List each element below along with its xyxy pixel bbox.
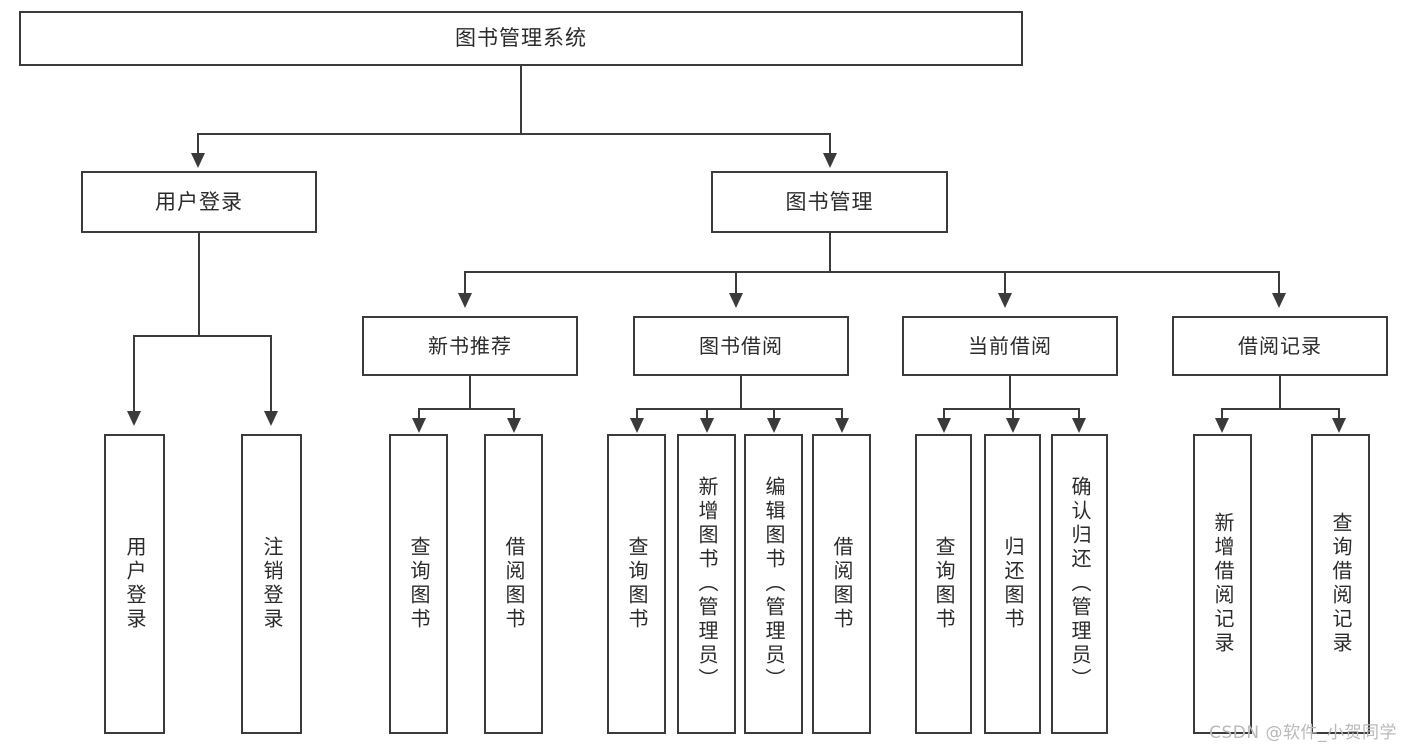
connector-bm-to-current-borrow <box>1004 271 1006 295</box>
node-label: 新书推荐 <box>428 333 512 358</box>
connector-cb-to-leaf-3 <box>1078 408 1080 420</box>
connector-user-login-to-leaf-2 <box>270 335 272 413</box>
node-label: 查询图书 <box>407 536 431 632</box>
connector-br-to-leaf-1 <box>1221 408 1223 420</box>
node-label: 借阅图书 <box>830 536 854 632</box>
node-leaf-query-book-2[interactable]: 查询图书 <box>607 434 666 734</box>
connector-bb-to-leaf-1 <box>636 408 638 420</box>
node-label: 查询图书 <box>625 536 649 632</box>
node-borrow-record[interactable]: 借阅记录 <box>1172 316 1388 376</box>
node-leaf-query-book-1[interactable]: 查询图书 <box>389 434 448 734</box>
connector-user-login-stem <box>198 233 200 335</box>
node-label: 用户登录 <box>123 536 147 632</box>
node-label: 新增借阅记录 <box>1211 512 1235 656</box>
connector-root-stem <box>520 66 522 133</box>
connector-new-book-to-leaf-1 <box>418 408 420 420</box>
node-leaf-return-book[interactable]: 归还图书 <box>984 434 1041 734</box>
connector-borrow-record-bus <box>1221 408 1340 410</box>
arrowhead-user-login-leaf-2 <box>264 411 278 426</box>
connector-bb-to-leaf-4 <box>841 408 843 420</box>
arrowhead-bm-new-book <box>458 293 472 308</box>
arrowhead-cb-leaf-3 <box>1072 418 1086 433</box>
connector-cb-to-leaf-1 <box>943 408 945 420</box>
connector-br-to-leaf-2 <box>1338 408 1340 420</box>
node-label: 注销登录 <box>260 536 284 632</box>
node-leaf-query-book-3[interactable]: 查询图书 <box>915 434 972 734</box>
node-label: 确认归还（管理员） <box>1068 476 1092 692</box>
node-book-borrow[interactable]: 图书借阅 <box>633 316 849 376</box>
node-leaf-query-record[interactable]: 查询借阅记录 <box>1311 434 1370 734</box>
arrowhead-bb-leaf-1 <box>630 418 644 433</box>
node-label: 查询借阅记录 <box>1329 512 1353 656</box>
arrowhead-br-leaf-1 <box>1215 418 1229 433</box>
node-leaf-user-login[interactable]: 用户登录 <box>104 434 165 734</box>
node-leaf-logout-login[interactable]: 注销登录 <box>241 434 302 734</box>
connector-bm-to-new-book <box>464 271 466 295</box>
node-leaf-borrow-book-1[interactable]: 借阅图书 <box>484 434 543 734</box>
connector-bm-to-borrow-record <box>1278 271 1280 295</box>
connector-cb-to-leaf-2 <box>1012 408 1014 420</box>
arrowhead-cb-leaf-2 <box>1006 418 1020 433</box>
node-label: 图书借阅 <box>699 333 783 358</box>
arrowhead-br-leaf-2 <box>1332 418 1346 433</box>
node-root-system[interactable]: 图书管理系统 <box>19 11 1023 66</box>
connector-user-login-to-leaf-1 <box>133 335 135 413</box>
node-leaf-edit-book[interactable]: 编辑图书（管理员） <box>744 434 803 734</box>
node-leaf-add-record[interactable]: 新增借阅记录 <box>1193 434 1252 734</box>
connector-root-bus <box>197 133 831 135</box>
connector-root-to-user-login <box>197 133 199 155</box>
connector-new-book-to-leaf-2 <box>513 408 515 420</box>
node-label: 用户登录 <box>155 189 243 214</box>
connector-root-to-book-management <box>829 133 831 155</box>
arrowhead-new-book-leaf-2 <box>507 418 521 433</box>
arrowhead-bb-leaf-3 <box>767 418 781 433</box>
connector-bb-to-leaf-3 <box>773 408 775 420</box>
node-label: 编辑图书（管理员） <box>762 476 786 692</box>
arrowhead-cb-leaf-1 <box>937 418 951 433</box>
node-label: 图书管理 <box>785 189 874 214</box>
node-label: 归还图书 <box>1001 536 1025 632</box>
connector-book-management-stem <box>829 233 831 271</box>
connector-book-borrow-stem <box>740 376 742 408</box>
connector-new-book-bus <box>418 408 514 410</box>
arrowhead-user-login-leaf-1 <box>127 411 141 426</box>
node-label: 借阅记录 <box>1238 333 1322 358</box>
node-label: 当前借阅 <box>968 333 1052 358</box>
connector-book-borrow-bus <box>636 408 842 410</box>
connector-current-borrow-stem <box>1009 376 1011 408</box>
arrowhead-bb-leaf-4 <box>835 418 849 433</box>
connector-bb-to-leaf-2 <box>706 408 708 420</box>
arrowhead-bm-borrow-record <box>1272 293 1286 308</box>
node-new-book-recommend[interactable]: 新书推荐 <box>362 316 578 376</box>
connector-current-borrow-bus <box>943 408 1080 410</box>
connector-new-book-stem <box>469 376 471 408</box>
connector-user-login-bus <box>133 335 271 337</box>
node-label: 新增图书（管理员） <box>695 476 719 692</box>
node-label: 图书管理系统 <box>455 26 587 51</box>
arrowhead-bm-current-borrow <box>998 293 1012 308</box>
arrowhead-root-to-user-login <box>191 153 205 168</box>
node-current-borrow[interactable]: 当前借阅 <box>902 316 1118 376</box>
node-leaf-confirm-return[interactable]: 确认归还（管理员） <box>1051 434 1108 734</box>
node-user-login[interactable]: 用户登录 <box>81 171 317 233</box>
node-label: 借阅图书 <box>502 536 526 632</box>
connector-book-management-bus <box>464 271 1280 273</box>
arrowhead-root-to-book-management <box>823 153 837 168</box>
node-leaf-add-book[interactable]: 新增图书（管理员） <box>677 434 736 734</box>
arrowhead-new-book-leaf-1 <box>412 418 426 433</box>
arrowhead-bm-book-borrow <box>729 293 743 308</box>
node-leaf-borrow-book-2[interactable]: 借阅图书 <box>812 434 871 734</box>
connector-borrow-record-stem <box>1279 376 1281 408</box>
connector-bm-to-book-borrow <box>735 271 737 295</box>
node-label: 查询图书 <box>932 536 956 632</box>
node-book-management[interactable]: 图书管理 <box>711 171 948 233</box>
arrowhead-bb-leaf-2 <box>700 418 714 433</box>
